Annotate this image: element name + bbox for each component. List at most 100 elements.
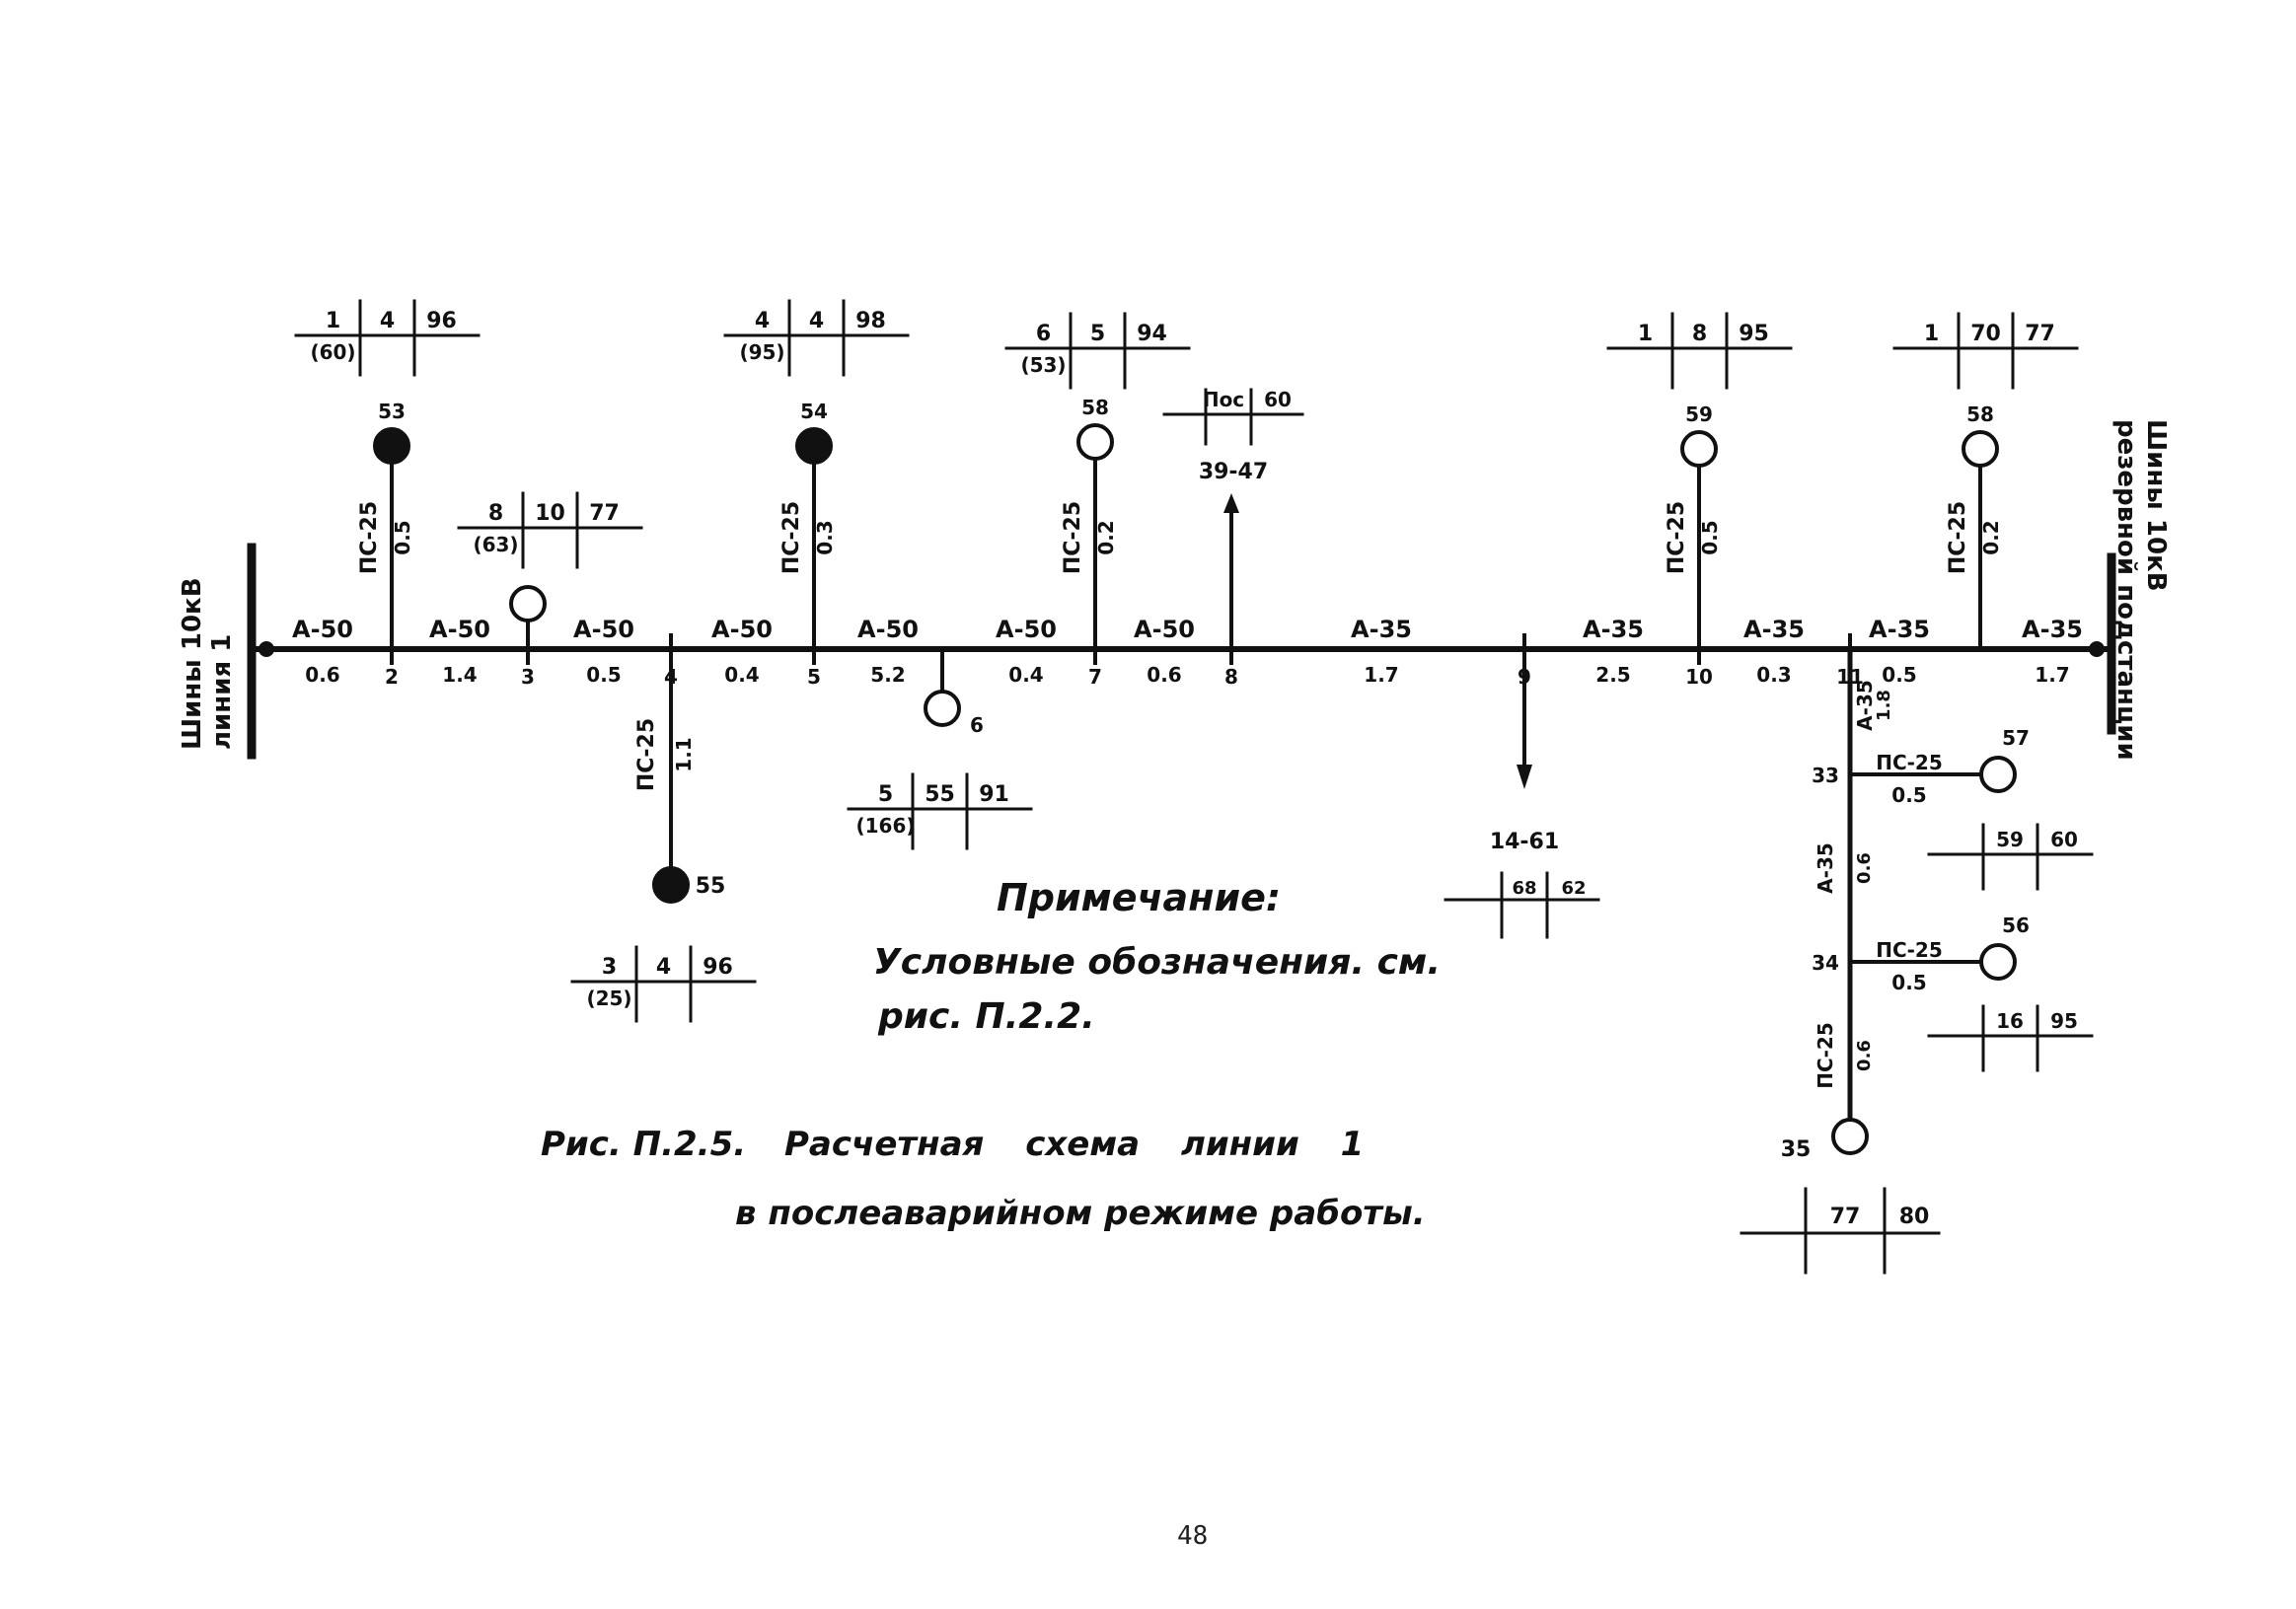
substation-label-4: 58 bbox=[1966, 402, 1994, 426]
branch-table-3-v1: 1 bbox=[1638, 322, 1653, 346]
tap-lower-length-1: 0.6 bbox=[1854, 1040, 1875, 1071]
node3-table-v4: (63) bbox=[473, 533, 518, 556]
branch-table-0-v1: 1 bbox=[326, 309, 340, 333]
node9-table-v1: 14-61 bbox=[1490, 830, 1559, 854]
segment-length-8: 2.5 bbox=[1595, 663, 1630, 687]
branch-length-3: 0.5 bbox=[1698, 520, 1722, 554]
segment-length-11: 1.7 bbox=[2035, 663, 2069, 687]
branch-table-3-v3: 95 bbox=[1739, 322, 1769, 346]
note-line1: Условные обозначения. см. bbox=[873, 942, 1442, 983]
caption-number: Рис. П.2.5. bbox=[541, 1125, 747, 1164]
branch-length-0: 0.5 bbox=[391, 520, 414, 554]
node8-arrow-head bbox=[1223, 493, 1239, 513]
node3-table-v3: 77 bbox=[589, 501, 620, 526]
tap-lower-wire-1: ПС-25 bbox=[1814, 1022, 1837, 1089]
branch-table-1-v3: 98 bbox=[855, 309, 886, 333]
segment-wire-10: А-35 bbox=[1869, 616, 1930, 643]
tap-node-table-v1-0: 59 bbox=[1996, 828, 2024, 851]
tap-node-length-1: 0.5 bbox=[1891, 971, 1926, 994]
substation-label-55: 55 bbox=[696, 874, 726, 899]
branch-table-1-v4: (95) bbox=[739, 340, 784, 364]
tap-node-table-v1-1: 16 bbox=[1996, 1009, 2024, 1033]
substation-circle-4 bbox=[1962, 430, 1999, 468]
right-bus-label-line2: резервной подстанции bbox=[2111, 419, 2141, 761]
node8-table-v2: 60 bbox=[1264, 388, 1292, 411]
node3-circle bbox=[509, 585, 547, 622]
tap-length: 1.8 bbox=[1874, 690, 1894, 721]
tap-lower-wire-0: А-35 bbox=[1814, 842, 1837, 894]
segment-wire-8: А-35 bbox=[1583, 616, 1644, 643]
branch-wire-4: ПС-25 bbox=[1946, 501, 1970, 574]
right-breaker bbox=[2089, 641, 2105, 657]
tap-node-wire-1: ПС-25 bbox=[1876, 938, 1943, 962]
node-label-2: 2 bbox=[385, 665, 399, 689]
tap-node-length-0: 0.5 bbox=[1891, 783, 1926, 807]
node-label-8: 8 bbox=[1224, 665, 1238, 689]
segment-wire-1: А-50 bbox=[429, 616, 490, 643]
node6-label: 6 bbox=[970, 713, 984, 737]
branch-table-down-4-v3: 96 bbox=[703, 955, 733, 980]
branch-table-1-v2: 4 bbox=[809, 309, 824, 333]
segment-length-4: 5.2 bbox=[870, 663, 905, 687]
segment-wire-9: А-35 bbox=[1743, 616, 1805, 643]
substation-label-2: 58 bbox=[1081, 396, 1109, 419]
caption-line2: в послеаварийном режиме работы. bbox=[735, 1194, 1426, 1233]
node-label-7: 7 bbox=[1088, 665, 1102, 689]
tap-node-label-1: 34 bbox=[1812, 951, 1839, 975]
segment-length-5: 0.4 bbox=[1008, 663, 1043, 687]
segment-wire-7: А-35 bbox=[1351, 616, 1412, 643]
branch-table-down-4-v2: 4 bbox=[656, 955, 671, 980]
substation-circle-3 bbox=[1680, 430, 1718, 468]
left-bus-label-line1: Шины 10кВ bbox=[178, 577, 207, 750]
segment-wire-6: А-50 bbox=[1134, 616, 1195, 643]
left-bus-label: Шины 10кВ линия 1 bbox=[178, 577, 237, 750]
node8-table-v1: Пос bbox=[1203, 388, 1244, 411]
substation-circle-1 bbox=[795, 427, 833, 465]
segment-wire-2: А-50 bbox=[573, 616, 634, 643]
branch-table-2-v1: 6 bbox=[1036, 322, 1051, 346]
substation-circle-0 bbox=[373, 427, 410, 465]
node-label-10: 10 bbox=[1685, 665, 1713, 689]
node9-table-v3: 62 bbox=[1561, 878, 1586, 899]
tap-node-table-v2-0: 60 bbox=[2050, 828, 2078, 851]
segment-wire-3: А-50 bbox=[711, 616, 773, 643]
branch-table-4-v2: 70 bbox=[1970, 322, 2001, 346]
left-breaker bbox=[259, 641, 274, 657]
branch-table-2-v3: 94 bbox=[1137, 322, 1167, 346]
node6-table-v4: (166) bbox=[855, 814, 915, 838]
node9-table-v2: 68 bbox=[1512, 878, 1536, 899]
substation-label-3: 59 bbox=[1685, 402, 1713, 426]
segment-length-10: 0.5 bbox=[1882, 663, 1916, 687]
branch-table-0-v2: 4 bbox=[380, 309, 395, 333]
note-heading: Примечание: bbox=[997, 876, 1282, 919]
tap-node-label-0: 33 bbox=[1812, 764, 1839, 787]
branch-length-down-4: 1.1 bbox=[672, 737, 696, 771]
tap-substation-circle-1 bbox=[1979, 943, 2017, 981]
segment-length-1: 1.4 bbox=[442, 663, 477, 687]
node3-table-v1: 8 bbox=[488, 501, 503, 526]
branch-length-1: 0.3 bbox=[813, 520, 837, 554]
tap-end-circle bbox=[1831, 1118, 1869, 1155]
branch-table-4-v1: 1 bbox=[1924, 322, 1939, 346]
substation-circle-2 bbox=[1076, 423, 1114, 461]
branch-wire-3: ПС-25 bbox=[1665, 501, 1689, 574]
segment-wire-5: А-50 bbox=[996, 616, 1057, 643]
branch-table-down-4-v4: (25) bbox=[586, 987, 631, 1010]
segment-wire-11: А-35 bbox=[2022, 616, 2083, 643]
segment-wire-0: А-50 bbox=[292, 616, 353, 643]
branch-wire-1: ПС-25 bbox=[779, 501, 804, 574]
segment-length-2: 0.5 bbox=[586, 663, 621, 687]
node6-circle bbox=[924, 690, 961, 727]
node6-table-v1: 5 bbox=[878, 782, 893, 807]
node9-arrow-head bbox=[1517, 765, 1532, 789]
substation-circle-55 bbox=[652, 866, 690, 904]
segment-length-0: 0.6 bbox=[305, 663, 339, 687]
caption-line1: Расчетная схема линии 1 bbox=[784, 1125, 1365, 1164]
left-bus-label-line2: линия 1 bbox=[207, 633, 237, 750]
branch-wire-0: ПС-25 bbox=[357, 501, 382, 574]
node-label-5: 5 bbox=[807, 665, 821, 689]
branch-table-1-v1: 4 bbox=[755, 309, 770, 333]
branch-table-0-v3: 96 bbox=[426, 309, 457, 333]
branch-wire-2: ПС-25 bbox=[1061, 501, 1085, 574]
